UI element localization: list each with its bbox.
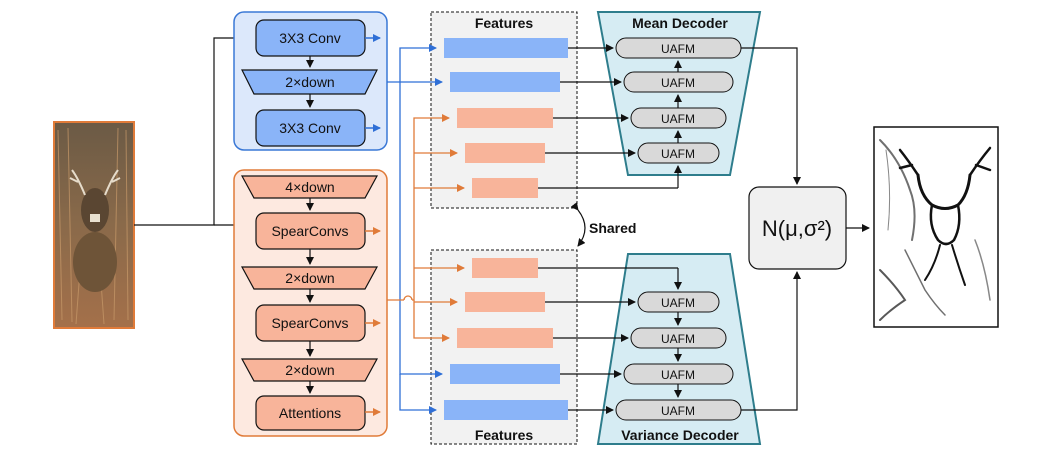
down-block-orange-1 bbox=[240, 175, 379, 199]
uafm-label: UAFM bbox=[661, 404, 695, 418]
shared-indicator: Shared bbox=[570, 202, 636, 247]
uafm-label: UAFM bbox=[661, 76, 695, 90]
down-block-blue bbox=[241, 69, 378, 95]
attentions-block bbox=[255, 395, 366, 431]
distribution-label: N(μ,σ²) bbox=[762, 216, 832, 241]
uafm-label: UAFM bbox=[661, 332, 695, 346]
features-to-variance-connectors bbox=[538, 267, 678, 414]
encoder-to-features-connectors bbox=[387, 44, 465, 414]
mean-decoder-title: Mean Decoder bbox=[632, 15, 728, 31]
spearconvs-label-2: SpearConvs bbox=[271, 315, 348, 331]
feature-bar-blue bbox=[450, 72, 560, 92]
feature-bar-orange bbox=[465, 143, 545, 163]
feature-bar-orange bbox=[465, 292, 545, 312]
orange-encoder-panel: 4×down SpearConvs 2×down SpearConvs 2×do… bbox=[233, 169, 388, 437]
down-label-orange-3: 2×down bbox=[285, 362, 334, 378]
uafm-label: UAFM bbox=[661, 368, 695, 382]
conv-label-2: 3X3 Conv bbox=[279, 120, 340, 136]
deer-photo-icon bbox=[53, 121, 135, 329]
uafm-label: UAFM bbox=[661, 147, 695, 161]
features-panel-bottom: Features bbox=[430, 249, 578, 445]
uafm-label: UAFM bbox=[661, 296, 695, 310]
down-label-orange-2: 2×down bbox=[285, 270, 334, 286]
down-label-orange-1: 4×down bbox=[285, 179, 334, 195]
feature-bar-blue bbox=[450, 364, 560, 384]
spearconvs-label-1: SpearConvs bbox=[271, 223, 348, 239]
down-block-orange-3 bbox=[240, 358, 379, 382]
conv-label-1: 3X3 Conv bbox=[279, 30, 340, 46]
features-panel-top: Features bbox=[430, 11, 578, 209]
attentions-label: Attentions bbox=[279, 405, 341, 421]
uafm-label: UAFM bbox=[661, 112, 695, 126]
variance-decoder: UAFM UAFM UAFM UAFM Variance Decoder bbox=[596, 253, 762, 445]
feature-bar-orange bbox=[472, 178, 538, 198]
features-title-top: Features bbox=[475, 15, 534, 31]
down-block-orange-2 bbox=[240, 266, 379, 290]
feature-bar-blue bbox=[444, 38, 568, 58]
feature-bar-orange bbox=[472, 258, 538, 278]
down-label-blue: 2×down bbox=[285, 74, 334, 90]
blue-encoder-panel: 3X3 Conv 2×down 3X3 Conv bbox=[233, 11, 388, 151]
features-title-bottom: Features bbox=[475, 427, 534, 443]
shared-label: Shared bbox=[589, 220, 636, 236]
distribution-box: N(μ,σ²) bbox=[748, 186, 847, 270]
feature-bar-orange bbox=[457, 328, 553, 348]
variance-decoder-title: Variance Decoder bbox=[621, 427, 739, 443]
feature-bar-blue bbox=[444, 400, 568, 420]
input-connectors bbox=[134, 34, 249, 226]
decoder-to-distribution-connectors bbox=[741, 47, 870, 411]
features-to-mean-connectors bbox=[538, 44, 678, 189]
uafm-label: UAFM bbox=[661, 42, 695, 56]
mean-decoder: Mean Decoder UAFM UAFM UAFM UAFM bbox=[596, 11, 762, 188]
feature-bar-orange bbox=[457, 108, 553, 128]
edge-map-icon bbox=[873, 126, 999, 328]
